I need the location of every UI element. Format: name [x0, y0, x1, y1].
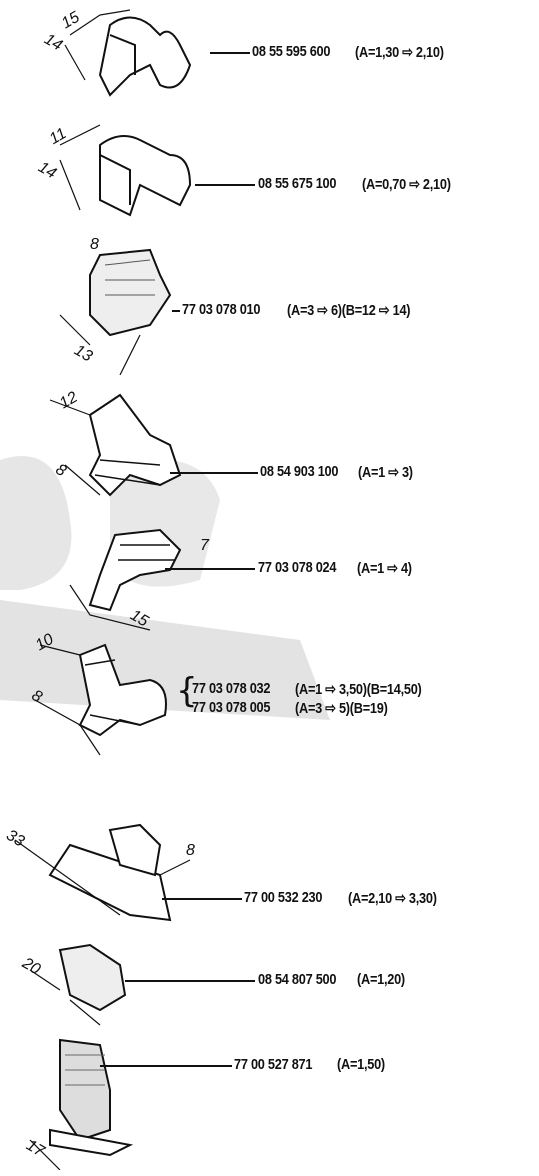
- leader-line: [172, 310, 180, 312]
- part-spec: (A=0,70 ⇨ 2,10): [362, 176, 451, 193]
- clip-illustration: [69, 528, 182, 631]
- part-spec: (A=1 ⇨ 3,50)(B=14,50): [295, 681, 422, 698]
- part-spec: (A=1,30 ⇨ 2,10): [355, 44, 444, 61]
- clip-illustration: [29, 1038, 134, 1170]
- leader-line: [170, 472, 258, 474]
- dim-label: 8: [186, 842, 195, 859]
- part-number: 77 03 078 032: [192, 680, 271, 697]
- clip-illustration: [59, 248, 172, 375]
- clip-illustration: [29, 943, 127, 1026]
- part-number: 08 55 675 100: [258, 175, 337, 192]
- part-spec: (A=2,10 ⇨ 3,30): [348, 890, 437, 907]
- clip-illustration: [59, 124, 192, 217]
- leader-line: [100, 1065, 232, 1067]
- part-number: 08 55 595 600: [252, 43, 331, 60]
- part-number: 77 03 078 005: [192, 699, 271, 716]
- leader-line: [162, 898, 242, 900]
- part-number: 77 00 532 230: [244, 889, 323, 906]
- leader-line: [125, 980, 255, 982]
- part-spec: (A=3 ⇨ 6)(B=12 ⇨ 14): [287, 302, 411, 319]
- dim-label: 7: [200, 537, 209, 554]
- part-spec: (A=1,20): [357, 971, 405, 988]
- clip-illustration: [34, 643, 167, 756]
- clip-illustration: [64, 9, 192, 97]
- part-number: 08 54 807 500: [258, 971, 337, 988]
- clip-illustration: [49, 393, 182, 497]
- part-spec: (A=1 ⇨ 3): [358, 464, 413, 481]
- leader-line: [165, 568, 255, 570]
- brace: {: [176, 671, 198, 711]
- leader-line: [210, 52, 250, 54]
- dim-label: 8: [90, 236, 99, 253]
- part-number: 77 00 527 871: [234, 1056, 313, 1073]
- part-number: 08 54 903 100: [260, 463, 339, 480]
- part-spec: (A=1 ⇨ 4): [357, 560, 412, 577]
- part-spec: (A=3 ⇨ 5)(B=19): [295, 700, 388, 717]
- part-number: 77 03 078 010: [182, 301, 261, 318]
- leader-line: [195, 184, 255, 186]
- clip-illustration: [14, 823, 190, 922]
- part-spec: (A=1,50): [337, 1056, 385, 1073]
- part-number: 77 03 078 024: [258, 559, 337, 576]
